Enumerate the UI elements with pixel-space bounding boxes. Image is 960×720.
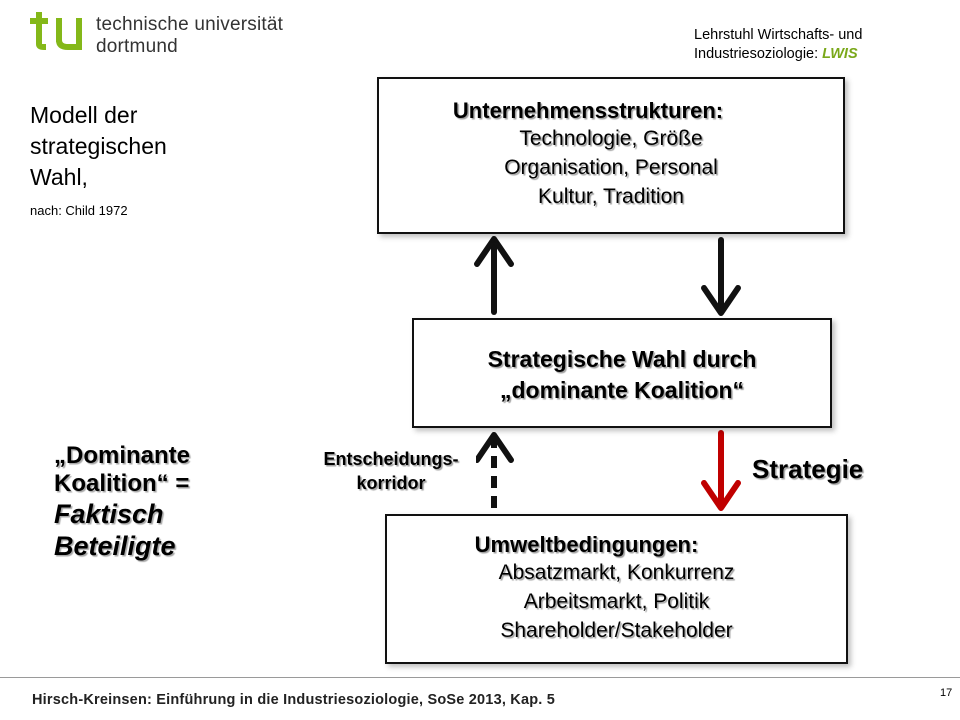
slide-title-line1: Modell der — [30, 102, 138, 128]
arrow-up-to-structures — [474, 236, 514, 315]
strategy-arrow — [701, 430, 741, 511]
dashed-arrow-corridor — [474, 432, 514, 508]
environment-line1: Absatzmarkt, Konkurrenz — [498, 561, 735, 584]
environment-title: Umweltbedingungen: — [474, 532, 699, 557]
structures-title: Unternehmensstrukturen: — [452, 98, 724, 123]
slide-title: Modell der strategischen Wahl, — [30, 100, 167, 193]
university-name: technische universität dortmund — [96, 14, 283, 58]
dk-line1: „Dominante — [54, 442, 191, 469]
corridor-label-line1: Entscheidungs- — [323, 449, 459, 469]
choice-line2: „dominante Koalition“ — [499, 377, 745, 403]
dk-line3: Faktisch — [54, 499, 164, 529]
chair-line1: Lehrstuhl Wirtschafts- und — [694, 27, 863, 43]
dk-line2: Koalition“ = — [54, 470, 190, 497]
structures-line3: Kultur, Tradition — [538, 185, 684, 208]
slide-title-line2: strategischen — [30, 133, 167, 159]
environment-line3: Shareholder/Stakeholder — [500, 619, 733, 642]
dominant-coalition-note: „Dominante Koalition“ = Faktisch Beteili… — [54, 442, 190, 562]
footer-divider — [0, 677, 960, 678]
university-name-line1: technische universität — [96, 14, 284, 35]
environment-box: Umweltbedingungen: Absatzmarkt, Konkurre… — [385, 514, 848, 664]
corridor-label-line2: korridor — [356, 473, 426, 493]
chair-label: Lehrstuhl Wirtschafts- und Industriesozi… — [694, 26, 862, 64]
corridor-label: Entscheidungs- korridor — [306, 447, 476, 495]
footer-text: Hirsch-Kreinsen: Einführung in die Indus… — [32, 692, 555, 708]
slide-title-line3: Wahl, — [30, 164, 88, 190]
dk-line4: Beteiligte — [54, 531, 176, 561]
choice-line1: Strategische Wahl durch — [487, 346, 757, 372]
structures-line1: Technologie, Größe — [519, 127, 703, 150]
strategic-choice-box: Strategische Wahl durch „dominante Koali… — [412, 318, 832, 428]
university-name-line2: dortmund — [96, 36, 178, 57]
tu-logo-icon — [30, 12, 82, 50]
slide-source: nach: Child 1972 — [30, 203, 128, 218]
chair-line2: Industriesoziologie: LWIS — [694, 45, 862, 64]
structures-box: Unternehmensstrukturen: Technologie, Grö… — [377, 77, 845, 234]
chair-line2-prefix: Industriesoziologie: — [694, 46, 823, 62]
chair-lwis: LWIS — [822, 46, 858, 62]
environment-line2: Arbeitsmarkt, Politik — [523, 590, 710, 613]
structures-line2: Organisation, Personal — [504, 156, 718, 179]
strategy-label: Strategie — [752, 454, 864, 484]
arrow-down-to-choice — [701, 237, 741, 316]
page-number: 17 — [940, 687, 953, 699]
